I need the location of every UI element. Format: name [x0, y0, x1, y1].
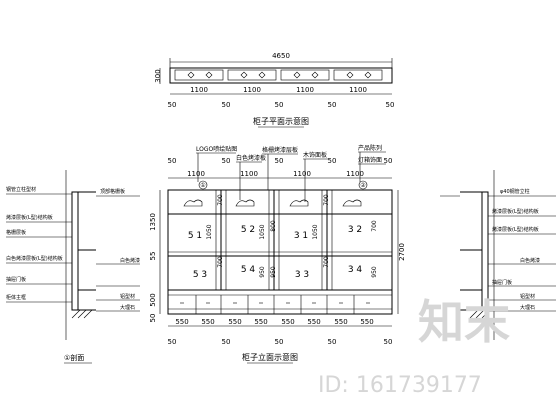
plan-edge-dim-1: 50 — [168, 101, 177, 109]
sec-right-label-5: 抽屉门板 — [492, 279, 512, 286]
callout-lightbox: 灯箱饰面 — [358, 156, 382, 164]
marker-1: ① — [200, 182, 205, 189]
sec-left-rlabel-4: 大理石 — [120, 304, 135, 311]
watermark-brand: 知末 — [418, 295, 510, 349]
panel-number-51: 5 1 — [188, 231, 202, 241]
panel-number-34: 3 4 — [348, 265, 363, 275]
panel-number-32: 3 2 — [348, 225, 362, 235]
bottom-dim-4: 550 — [254, 318, 267, 326]
plan-edge-dim-5: 50 — [386, 101, 395, 109]
panel-number-52: 5 2 — [241, 225, 255, 235]
inner-dim-10: 950 — [270, 266, 277, 278]
sec-right-label-4: 白色烤漆 — [520, 257, 540, 264]
plan-seg-dim-1: 1100 — [190, 86, 208, 94]
bottom-dim-5: 550 — [281, 318, 294, 326]
sec-right-label-7: 大理石 — [520, 304, 535, 311]
sec-left-rlabel-1: 顶部格栅板 — [100, 188, 125, 195]
product-silhouettes — [183, 199, 362, 207]
watermark: 知末 ID: 161739177 — [318, 295, 510, 398]
elev-top-small-3: 50 — [275, 157, 284, 165]
inner-dim-11: 700 — [323, 256, 330, 268]
callout-grid-shelf: 格栅烤漆层板 — [262, 146, 298, 154]
inner-dim-4: 800 — [270, 220, 277, 232]
section-left: 钢管立柱型材 烤漆层板(L型)结构板 格栅层板 白色烤漆层板(L型)结构板 抽屉… — [6, 170, 140, 364]
inner-dim-1: 1050 — [206, 224, 213, 239]
inner-dim-2: 700 — [217, 194, 224, 206]
sec-left-rlabel-3: 铝型材 — [120, 293, 135, 300]
callout-logo: LOGO喷绘贴图 — [196, 145, 237, 153]
plan-title: 柜子平面示意图 — [253, 116, 309, 126]
elev-top-small-1: 50 — [168, 157, 177, 165]
inner-dim-12: 950 — [371, 266, 378, 278]
inner-dim-5: 1050 — [312, 224, 319, 239]
left-dim-2: 55 — [149, 252, 157, 261]
section-left-title: ①剖面 — [64, 353, 84, 362]
sec-left-rlabel-2: 白色烤漆 — [120, 257, 140, 264]
bottom-dim-6: 550 — [307, 318, 320, 326]
elevation-title: 柜子立面示意图 — [242, 352, 298, 362]
plan-depth-dim: 300 — [154, 69, 162, 82]
bottom-small-2: 50 — [222, 338, 231, 346]
callout-wood-panel: 木饰面板 — [303, 151, 327, 159]
panel-number-53: 5 3 — [193, 270, 207, 280]
sec-right-label-6: 铝型材 — [520, 293, 535, 300]
elev-top-small-5: 50 — [384, 157, 393, 165]
panel-number-33: 3 3 — [295, 270, 309, 280]
bottom-dim-3: 550 — [228, 318, 241, 326]
bottom-small-5: 50 — [384, 338, 393, 346]
left-dim-1: 1350 — [149, 213, 157, 231]
left-dim-3: 500 — [149, 293, 157, 306]
bottom-dim-1: 550 — [175, 318, 188, 326]
elevation-view: LOGO喷绘贴图 白色烤漆板 格栅烤漆层板 木饰面板 产品陈列 灯箱饰面 ① ②… — [149, 144, 406, 364]
bottom-dim-7: 550 — [334, 318, 347, 326]
left-dim-4: 50 — [149, 314, 157, 323]
bottom-small-4: 50 — [328, 338, 337, 346]
sec-left-label-1: 钢管立柱型材 — [6, 186, 36, 193]
elev-top-dim-2: 1100 — [240, 170, 258, 178]
bottom-dim-8: 550 — [360, 318, 373, 326]
panel-number-54: 5 4 — [241, 265, 256, 275]
inner-dim-9: 950 — [259, 266, 266, 278]
bottom-small-1: 50 — [168, 338, 177, 346]
right-dim: 2700 — [398, 243, 406, 261]
callout-white-paint: 白色烤漆板 — [236, 154, 266, 162]
panel-number-31: 3 1 — [294, 231, 308, 241]
bottom-small-3: 50 — [275, 338, 284, 346]
plan-view: 4650 300 1100 1100 1100 1100 50 50 50 50… — [154, 52, 395, 128]
bottom-dim-2: 550 — [201, 318, 214, 326]
elev-top-dim-1: 1100 — [187, 170, 205, 178]
section-right: φ40钢管立柱 烤漆层板(L型)结构板 烤漆层板(L型)结构板 白色烤漆 抽屉门… — [440, 170, 556, 340]
plan-edge-dim-4: 50 — [328, 101, 337, 109]
plan-edge-dim-3: 50 — [275, 101, 284, 109]
plan-seg-dim-3: 1100 — [296, 86, 314, 94]
sec-right-label-3: 烤漆层板(L型)结构板 — [492, 226, 539, 233]
marker-2: ② — [360, 182, 366, 189]
inner-dim-3: 1050 — [259, 224, 266, 239]
plan-overall-dim: 4650 — [272, 52, 290, 60]
elev-top-small-4: 50 — [328, 157, 337, 165]
plan-seg-dim-4: 1100 — [349, 86, 367, 94]
sec-left-label-2: 烤漆层板(L型)结构板 — [6, 214, 53, 221]
watermark-id: ID: 161739177 — [318, 373, 482, 398]
inner-dim-7: 700 — [371, 220, 378, 232]
elev-top-dim-3: 1100 — [293, 170, 311, 178]
sec-left-label-6: 柜体主框 — [6, 294, 26, 301]
inner-dim-6: 700 — [323, 194, 330, 206]
sec-left-label-4: 白色烤漆层板(L型)结构板 — [6, 255, 63, 262]
sec-left-label-3: 格栅层板 — [6, 229, 26, 236]
plan-seg-dim-2: 1100 — [243, 86, 261, 94]
elev-top-dim-4: 1100 — [346, 170, 364, 178]
plan-edge-dim-2: 50 — [222, 101, 231, 109]
sec-right-label-1: φ40钢管立柱 — [500, 188, 530, 195]
sec-left-label-5: 抽屉门板 — [6, 276, 26, 283]
inner-dim-8: 700 — [217, 256, 224, 268]
elev-top-small-2: 50 — [222, 157, 231, 165]
callout-product-display: 产品陈列 — [358, 144, 382, 152]
sec-right-label-2: 烤漆层板(L型)结构板 — [492, 208, 539, 215]
